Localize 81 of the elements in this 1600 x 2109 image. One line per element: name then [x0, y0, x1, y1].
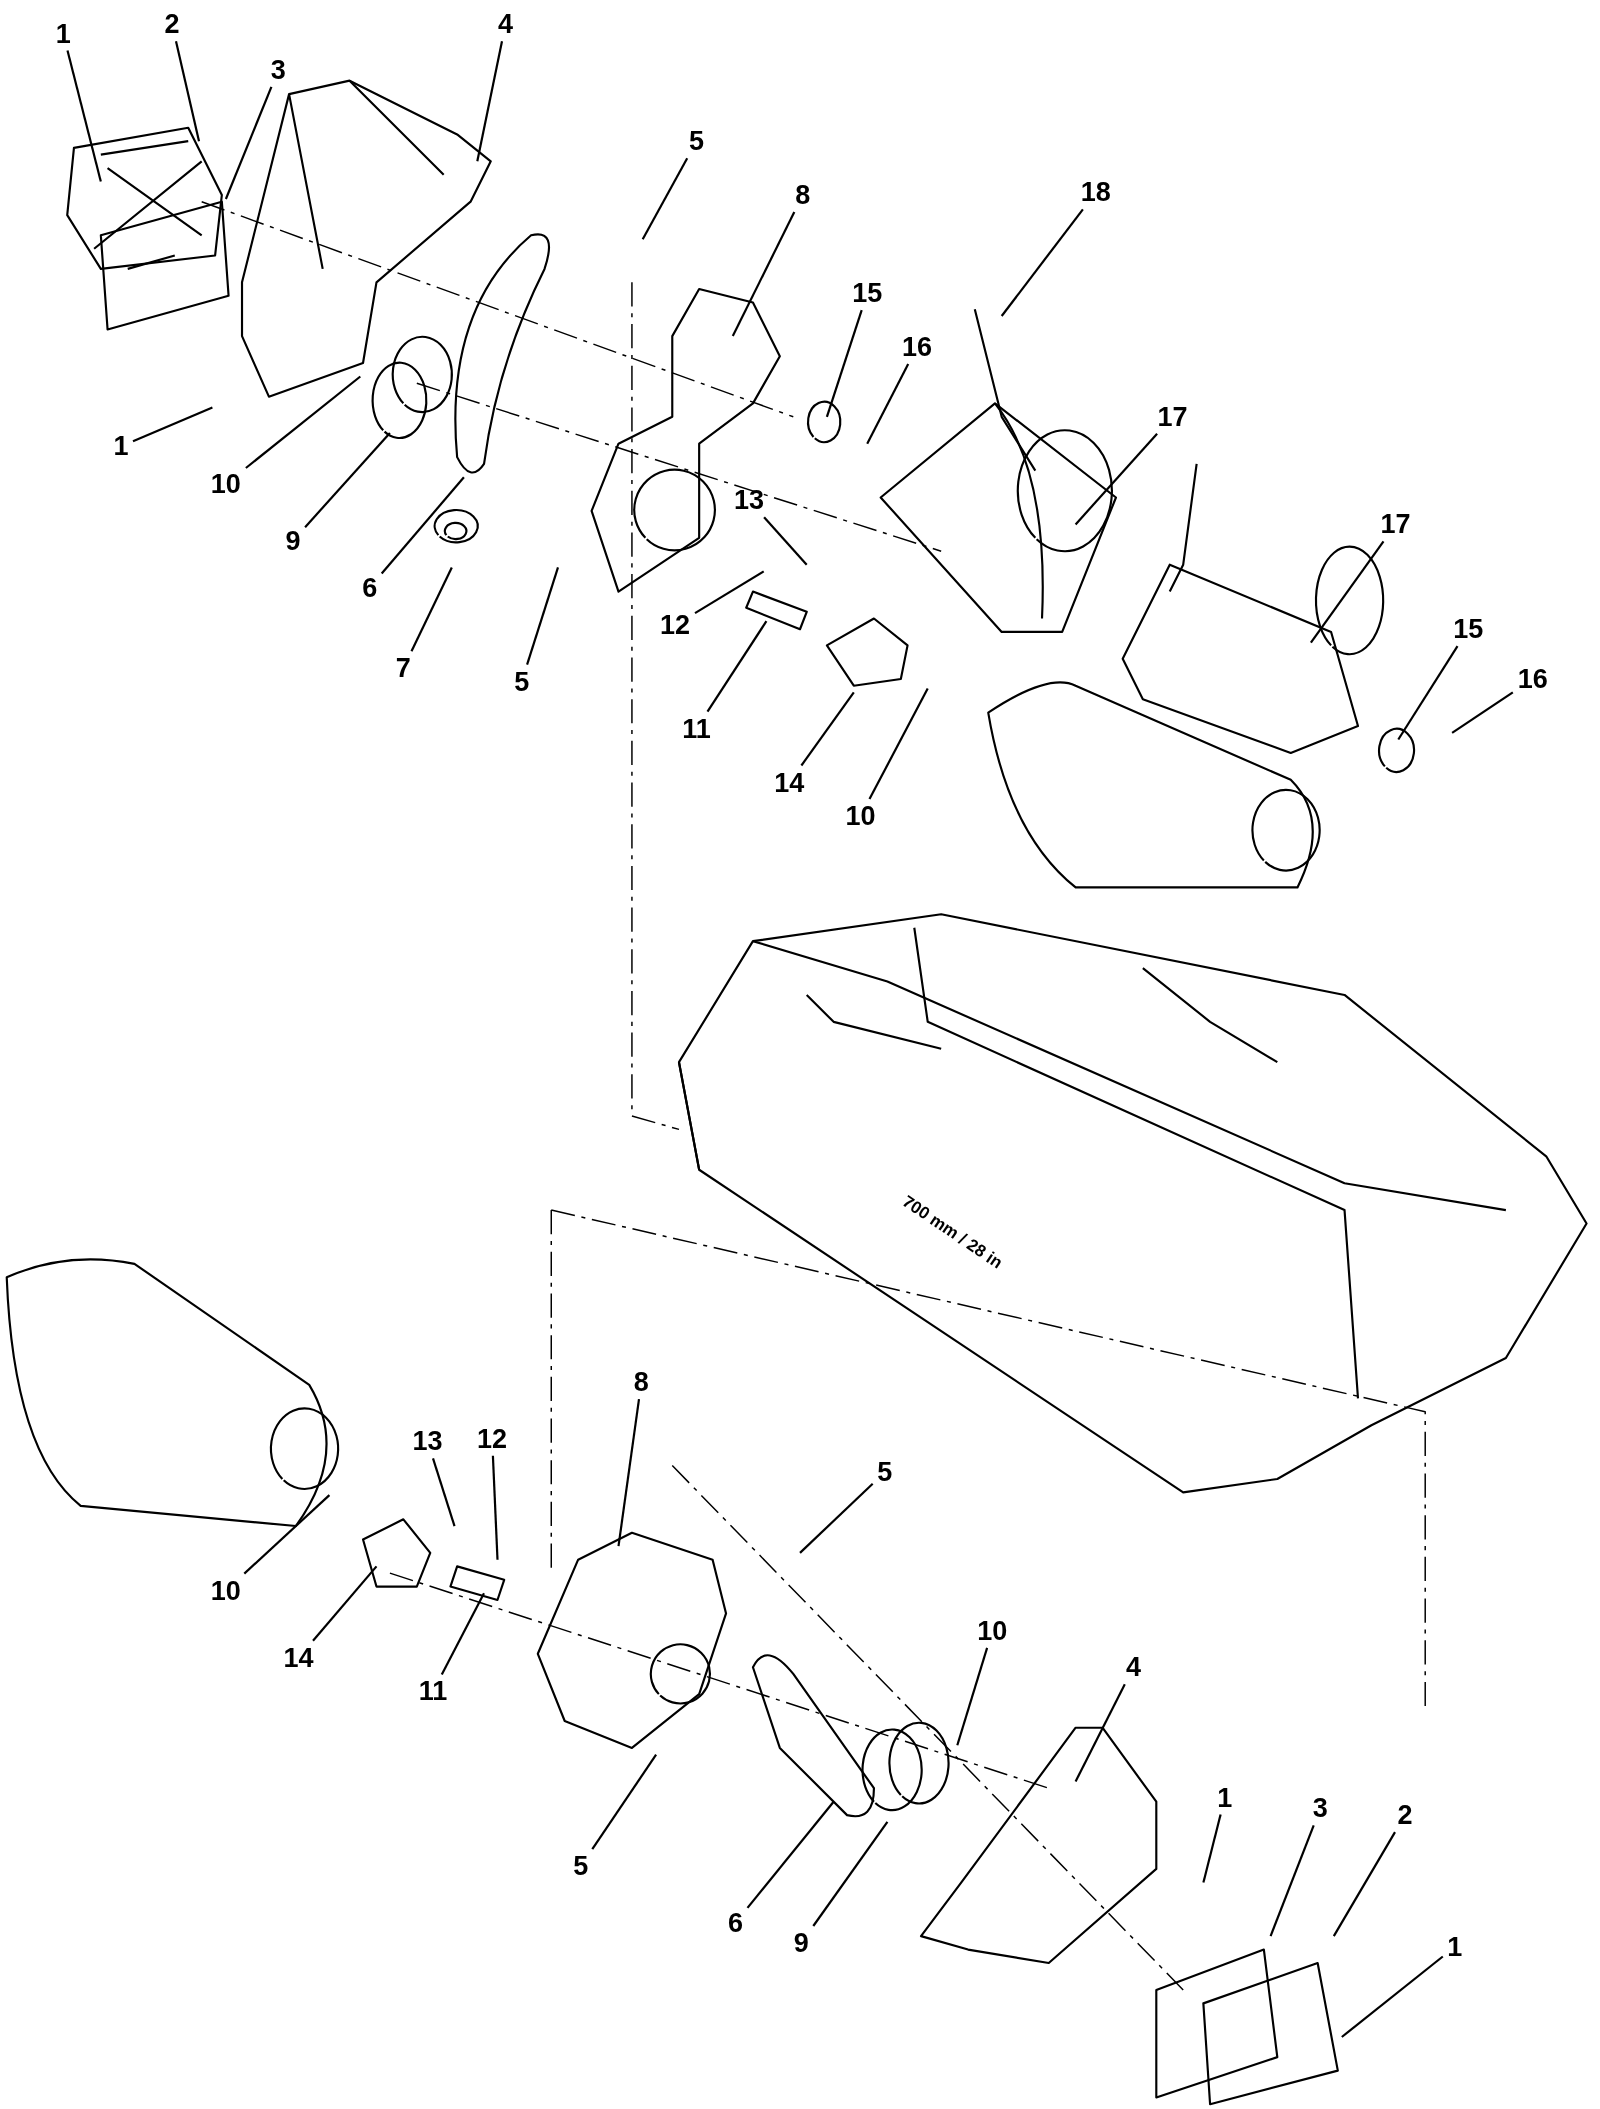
callout-number: 5 — [877, 1457, 893, 1488]
callout-number: 10 — [977, 1615, 1008, 1646]
leader-line — [746, 1801, 835, 1909]
callout-number: 14 — [774, 767, 805, 798]
callout-number: 1 — [55, 18, 71, 49]
callout-number: 4 — [498, 9, 514, 40]
leader-line — [799, 1482, 874, 1554]
callout-number: 10 — [210, 469, 241, 500]
leader-line — [245, 375, 361, 469]
leader-line — [410, 566, 453, 652]
leader-line — [1074, 433, 1158, 526]
callout-number: 10 — [210, 1575, 241, 1606]
callout-number: 10 — [845, 801, 876, 832]
leader-line — [312, 1565, 378, 1642]
callout-number: 11 — [418, 1676, 448, 1707]
leader-line — [1451, 691, 1514, 734]
leader-line — [694, 570, 765, 615]
callout-number: 3 — [1312, 1793, 1328, 1824]
leader-line — [825, 309, 863, 418]
callout-number: 15 — [852, 278, 883, 309]
leader-line — [1310, 540, 1385, 644]
callout-number: 6 — [362, 572, 378, 603]
leader-line — [731, 211, 796, 337]
leader-line — [476, 40, 504, 162]
leader-line — [763, 516, 808, 566]
callout-number: 16 — [1517, 664, 1548, 694]
callout-number: 4 — [1125, 1652, 1141, 1683]
callout-number: 18 — [1080, 177, 1111, 208]
leader-line — [304, 432, 391, 528]
callout-number: 9 — [285, 525, 301, 556]
leader-line — [440, 1592, 485, 1675]
callout-number: 5 — [688, 126, 704, 157]
callout-number: 1 — [113, 431, 129, 462]
callout-number: 8 — [795, 179, 811, 210]
leader-line — [380, 476, 465, 575]
callout-number: 7 — [395, 653, 411, 684]
callout-number: 5 — [514, 666, 530, 697]
leader-line — [706, 620, 768, 713]
leader-line — [526, 567, 560, 666]
callout-number: 16 — [901, 331, 932, 362]
callout-number: 9 — [793, 1927, 809, 1958]
callout-number: 12 — [659, 610, 690, 641]
callout-number: 12 — [477, 1423, 508, 1454]
leader-line — [1269, 1825, 1315, 1937]
size-marking: 700 mm / 28 in — [897, 1191, 1006, 1274]
callout-number: 13 — [733, 485, 764, 516]
leader-line — [1397, 645, 1459, 741]
leader-line — [956, 1647, 989, 1746]
callout-number: 1 — [1447, 1931, 1463, 1962]
callout-number: 3 — [270, 54, 286, 85]
leader-line — [132, 406, 213, 443]
leader-line — [812, 1821, 889, 1927]
callout-number: 5 — [573, 1851, 589, 1882]
leader-line — [591, 1754, 657, 1850]
callout-number: 2 — [164, 9, 180, 40]
leader-line — [431, 1457, 456, 1527]
leader-line — [617, 1399, 641, 1547]
callout-number: 6 — [727, 1907, 743, 1938]
leader-line — [243, 1494, 331, 1575]
leader-line — [224, 86, 273, 200]
leader-line — [1202, 1814, 1222, 1883]
callout-number: 8 — [633, 1367, 649, 1398]
callout-number: 15 — [1453, 614, 1484, 645]
leader-line — [174, 40, 201, 142]
callout-number: 11 — [682, 713, 711, 744]
leader-line — [1341, 1955, 1444, 2038]
leader-line — [1074, 1683, 1126, 1782]
leader-line — [641, 157, 689, 240]
leader-line — [1000, 208, 1084, 317]
leader-line — [66, 50, 102, 182]
callout-number: 17 — [1380, 509, 1411, 540]
callout-number: 14 — [283, 1642, 314, 1673]
callout-number: 17 — [1157, 401, 1188, 432]
callout-number: 1 — [1217, 1782, 1233, 1813]
leader-line — [866, 363, 910, 445]
leader-line — [1332, 1831, 1396, 1937]
leader-line — [491, 1455, 499, 1560]
leader-line — [868, 687, 929, 800]
callout-number: 13 — [412, 1426, 443, 1457]
callout-number: 2 — [1397, 1800, 1413, 1831]
leader-line — [800, 691, 855, 767]
